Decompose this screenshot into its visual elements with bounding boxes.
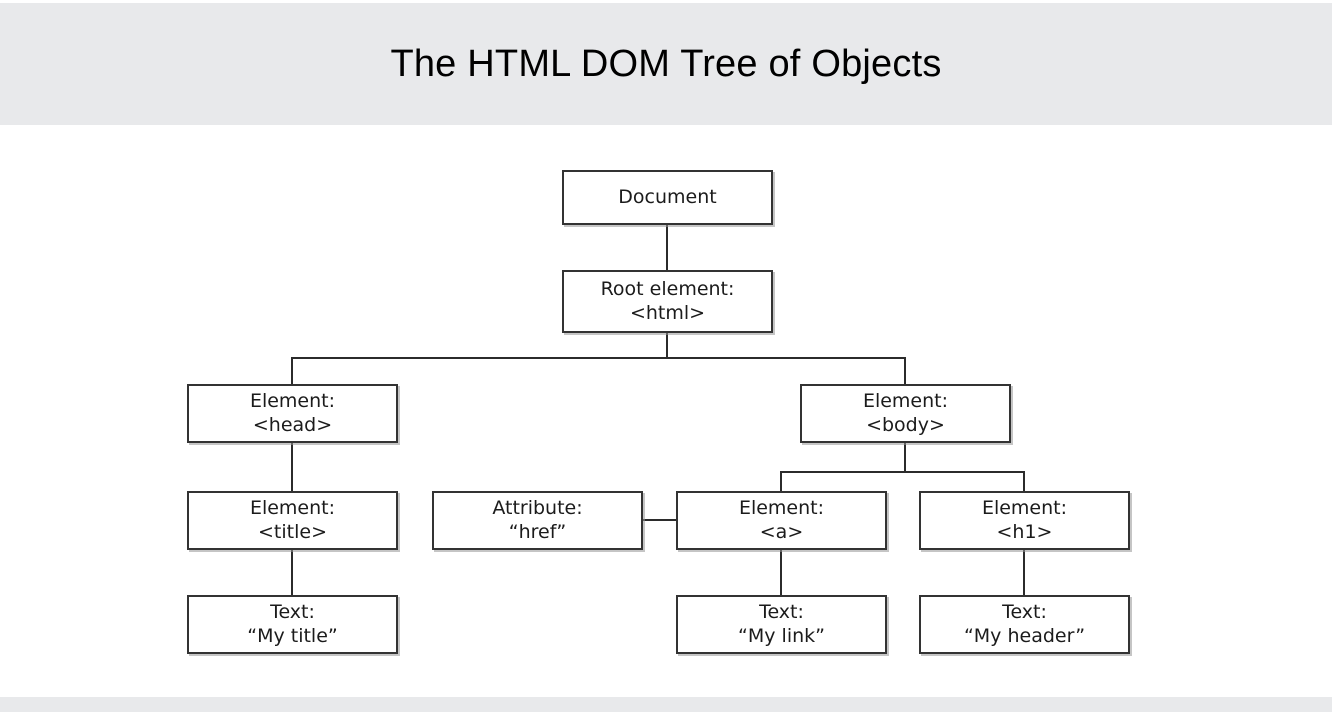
edge-attr-anchor: [642, 519, 677, 521]
node-document[interactable]: Document: [562, 170, 773, 225]
edge-body-bus: [780, 471, 1025, 473]
node-element-head-line2: <head>: [252, 413, 333, 436]
edge-head-title: [291, 443, 293, 495]
node-element-body-line1: Element:: [862, 390, 949, 413]
node-document-line1: Document: [618, 185, 717, 208]
node-text-my-header-line2: “My header”: [963, 624, 1086, 647]
bottom-banner: [0, 697, 1332, 712]
edge-title-text: [291, 550, 293, 595]
node-element-head-line1: Element:: [249, 390, 336, 413]
edge-bus-h1: [1023, 471, 1025, 495]
edge-html-bus: [291, 357, 906, 359]
edge-html-stem: [666, 333, 668, 357]
node-text-my-title-line2: “My title”: [247, 624, 338, 647]
node-text-my-header-line1: Text:: [1002, 601, 1047, 624]
node-element-body[interactable]: Element: <body>: [800, 384, 1011, 443]
node-text-my-title[interactable]: Text: “My title”: [187, 595, 398, 654]
node-text-my-header[interactable]: Text: “My header”: [919, 595, 1130, 654]
edge-body-stem: [904, 443, 906, 471]
edge-h1-text: [1023, 550, 1025, 595]
edge-document-html: [666, 225, 668, 270]
node-text-my-link[interactable]: Text: “My link”: [676, 595, 887, 654]
node-text-my-link-line1: Text:: [759, 601, 804, 624]
node-element-title-line2: <title>: [258, 520, 327, 543]
title-banner: The HTML DOM Tree of Objects: [0, 3, 1332, 125]
node-root-html[interactable]: Root element: <html>: [562, 270, 773, 333]
edge-bus-anchor: [780, 471, 782, 495]
node-element-a-line1: Element:: [738, 497, 825, 520]
node-element-body-line2: <body>: [866, 413, 945, 436]
edge-bus-head: [291, 357, 293, 384]
node-element-title-line1: Element:: [249, 497, 336, 520]
node-element-head[interactable]: Element: <head>: [187, 384, 398, 443]
node-element-h1-line1: Element:: [981, 497, 1068, 520]
edge-bus-body: [904, 357, 906, 384]
node-attribute-href-line1: Attribute:: [492, 497, 583, 520]
node-text-my-title-line1: Text:: [270, 601, 315, 624]
node-root-html-line2: <html>: [629, 301, 706, 324]
node-element-title[interactable]: Element: <title>: [187, 491, 398, 550]
node-element-a[interactable]: Element: <a>: [676, 491, 887, 550]
node-attribute-href-line2: “href”: [508, 520, 567, 543]
page-title: The HTML DOM Tree of Objects: [390, 42, 942, 85]
node-element-h1[interactable]: Element: <h1>: [919, 491, 1130, 550]
node-element-a-line2: <a>: [759, 520, 804, 543]
node-element-h1-line2: <h1>: [996, 520, 1053, 543]
edge-anchor-text: [780, 550, 782, 595]
dom-tree-diagram: Document Root element: <html> Element: <…: [0, 125, 1332, 697]
node-attribute-href[interactable]: Attribute: “href”: [432, 491, 643, 550]
node-root-html-line1: Root element:: [600, 278, 735, 301]
node-text-my-link-line2: “My link”: [738, 624, 825, 647]
